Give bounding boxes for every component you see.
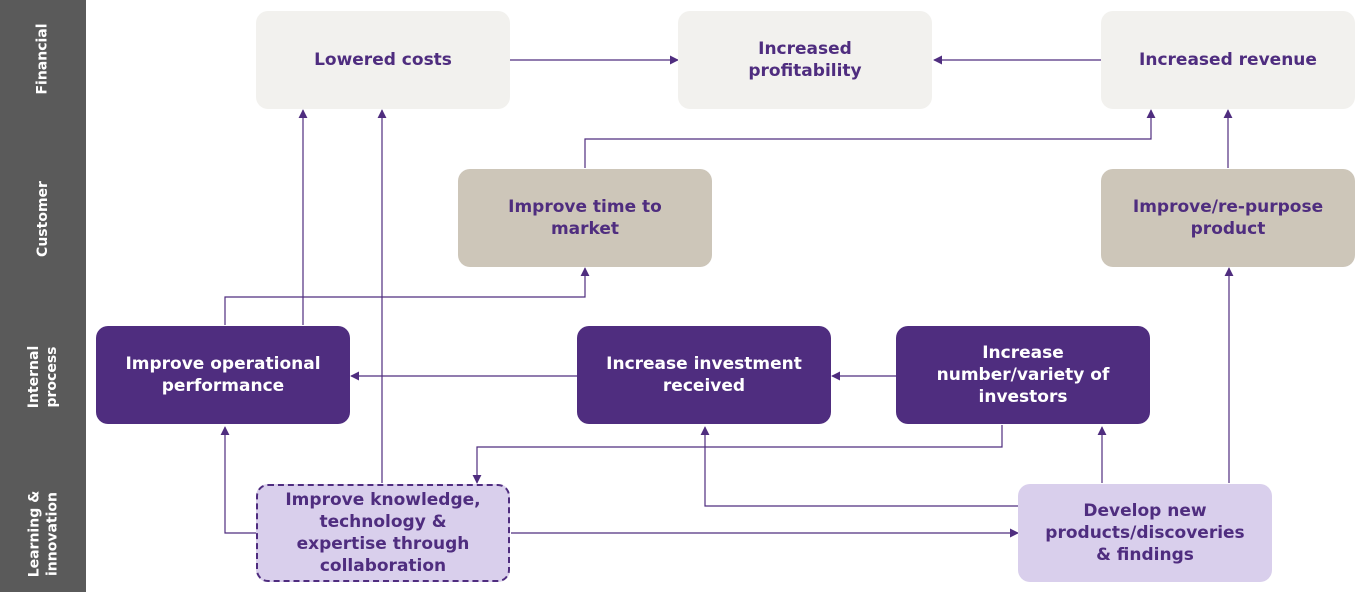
arrow-time-to-market-to-revenue xyxy=(584,109,1156,168)
node-lowered-costs: Lowered costs xyxy=(256,11,510,109)
node-increased-profitability: Increased profitability xyxy=(678,11,932,109)
node-increased-revenue: Increased revenue xyxy=(1101,11,1355,109)
node-increase-investment-received: Increase investment received xyxy=(577,326,831,424)
node-improve-repurpose-product: Improve/re-purpose product xyxy=(1101,169,1355,267)
node-improve-operational-performance: Improve operational performance xyxy=(96,326,350,424)
arrow-knowledge-to-operational xyxy=(220,426,256,534)
node-improve-time-to-market: Improve time to market xyxy=(458,169,712,267)
node-improve-knowledge: Improve knowledge, technology & expertis… xyxy=(256,484,510,582)
arrow-operational-to-time-to-market xyxy=(224,267,590,325)
arrow-investors-to-knowledge xyxy=(472,425,1003,484)
node-develop-products: Develop new products/discoveries & findi… xyxy=(1018,484,1272,582)
node-increase-investors: Increase number/variety of investors xyxy=(896,326,1150,424)
arrow-develop-to-investment xyxy=(700,426,1018,507)
